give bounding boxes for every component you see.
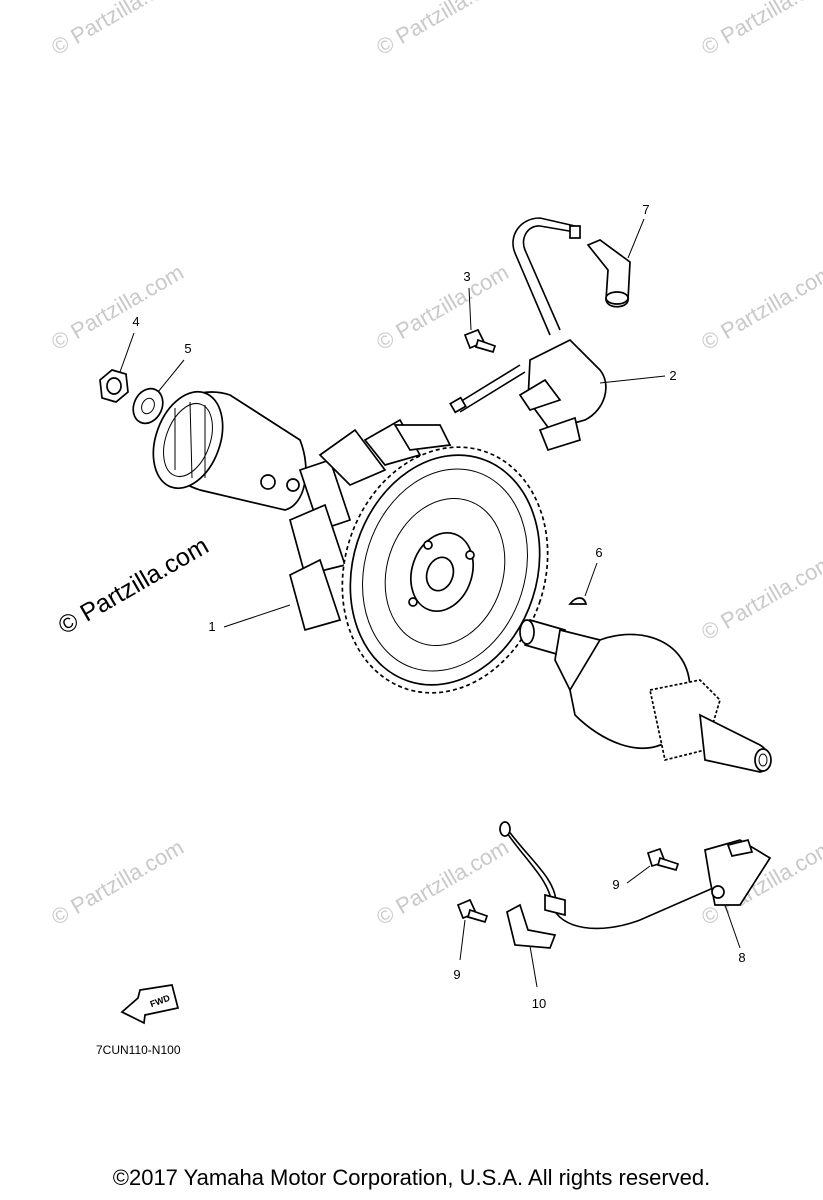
- leader-5: [157, 359, 185, 393]
- leader-1: [223, 604, 291, 628]
- leader-2: [599, 375, 666, 384]
- copyright-notice: ©2017 Yamaha Motor Corporation, U.S.A. A…: [112, 1165, 711, 1190]
- bolt-upper: [646, 847, 680, 872]
- callout-washer: 5: [184, 341, 192, 356]
- callout-ignition-coil: 2: [669, 368, 677, 383]
- coil-bolt: [463, 328, 497, 354]
- leader-9-lower: [459, 919, 466, 961]
- leader-8: [724, 904, 741, 949]
- fwd-arrow-icon: [120, 984, 180, 1025]
- pickup-sensor: [499, 821, 772, 930]
- flywheel: [288, 418, 549, 694]
- leader-10: [529, 945, 538, 988]
- callout-plug-cap: 7: [642, 202, 650, 217]
- washer: [132, 387, 164, 425]
- leader-6: [584, 562, 598, 597]
- leader-7: [627, 218, 645, 259]
- callout-bracket: 10: [531, 996, 547, 1011]
- leader-4: [119, 332, 135, 373]
- bolt-lower: [456, 898, 489, 924]
- leader-9-upper: [626, 865, 651, 884]
- ignition-coil: [449, 217, 607, 452]
- spark-plug-cap: [586, 239, 631, 308]
- callout-flywheel: 1: [208, 619, 216, 634]
- callout-coil-bolt: 3: [463, 269, 471, 284]
- callout-bolt-upper: 9: [612, 877, 620, 892]
- stator-housing: [152, 390, 307, 511]
- drawing-code: 7CUN110-N100: [96, 1043, 181, 1057]
- callout-bolt-lower: 9: [453, 967, 461, 982]
- woodruff-key: [568, 597, 588, 605]
- callout-nut: 4: [132, 314, 140, 329]
- callout-sensor: 8: [738, 950, 746, 965]
- callout-woodruff-key: 6: [595, 545, 603, 560]
- crankshaft: [519, 618, 772, 773]
- leader-3: [468, 287, 472, 331]
- sensor-bracket: [506, 903, 557, 949]
- nut: [99, 369, 129, 403]
